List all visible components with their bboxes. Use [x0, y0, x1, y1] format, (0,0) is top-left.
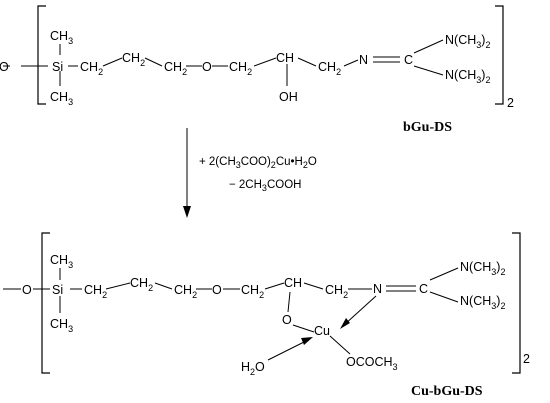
top-ch3-lower: CH3	[50, 90, 73, 107]
bottom-ch2-4: CH2	[241, 283, 264, 300]
top-bond	[343, 59, 359, 67]
bottom-structure: O Si CH3 CH3 CH2 CH2 CH2 O CH2 CH O Cu H…	[3, 232, 530, 399]
top-bond	[297, 57, 317, 67]
n-cu-coordination-arrow	[343, 295, 377, 326]
bottom-ch2-2: CH2	[130, 276, 153, 293]
top-ch2-1: CH2	[80, 60, 103, 77]
top-o-left: O	[0, 60, 9, 74]
bottom-bond	[429, 267, 459, 281]
top-n: N	[359, 53, 368, 67]
bottom-o-cu-bond	[292, 324, 315, 333]
bottom-bond	[105, 282, 131, 290]
reaction-arrow-group: + 2(CH3COO)2Cu•H2O − 2CH3COOH	[183, 128, 317, 218]
top-nme2-lower: N(CH3)2	[445, 68, 490, 85]
bottom-bond	[287, 291, 291, 313]
reagent-text: + 2(CH3COO)2Cu•H2O	[199, 156, 317, 170]
bottom-ococh3: OCOCH3	[346, 355, 398, 372]
h2o-cu-arrowhead	[301, 337, 313, 345]
bottom-bond	[429, 291, 459, 303]
bottom-si: Si	[52, 283, 63, 297]
bottom-ch2-3: CH2	[174, 283, 197, 300]
bottom-bond	[264, 282, 285, 290]
bottom-cu-ococh3-bond	[329, 335, 351, 355]
top-ch2-2: CH2	[122, 51, 145, 68]
bottom-left-bracket	[41, 232, 50, 374]
top-si: Si	[52, 60, 63, 74]
n-cu-arrowhead	[340, 318, 350, 329]
top-bracket-subscript: 2	[507, 96, 514, 110]
bottom-compound-label: Cu-bGu-DS	[411, 384, 483, 399]
bottom-bond	[154, 282, 173, 290]
top-bond	[144, 57, 163, 67]
reaction-arrow-head	[183, 206, 191, 218]
top-c: C	[404, 53, 413, 67]
top-ch3-upper: CH3	[50, 29, 73, 46]
top-ch2-3: CH2	[164, 60, 187, 77]
top-structure: O Si CH3 CH3 CH2 CH2 CH2 O CH2 CH OH CH2…	[0, 5, 514, 135]
byproduct-text: − 2CH3COOH	[229, 179, 301, 193]
bottom-bracket-subscript: 2	[523, 352, 530, 366]
bottom-bond	[303, 282, 324, 290]
bottom-nme2-upper: N(CH3)2	[460, 260, 505, 277]
bottom-ch: CH	[284, 276, 302, 290]
top-o-ether: O	[202, 60, 212, 74]
bottom-c: C	[419, 282, 428, 296]
h2o-cu-coordination-arrow	[267, 340, 307, 361]
top-left-bracket	[37, 5, 46, 105]
top-oh: OH	[279, 90, 298, 104]
top-ch2-4: CH2	[229, 60, 252, 77]
bottom-ch2-5: CH2	[325, 283, 348, 300]
top-bond	[413, 65, 444, 76]
top-nme2-upper: N(CH3)2	[445, 33, 490, 50]
bottom-o-ether: O	[212, 283, 222, 297]
bottom-h2o: H2O	[241, 360, 265, 377]
bottom-right-bracket	[512, 232, 521, 374]
top-bond	[102, 57, 123, 67]
top-bond	[253, 57, 277, 67]
bottom-n: N	[373, 282, 382, 296]
bottom-o-bridge: O	[282, 313, 292, 327]
bottom-o-left: O	[22, 283, 32, 297]
top-ch2-5: CH2	[318, 60, 341, 77]
top-right-bracket	[495, 5, 504, 105]
top-compound-label: bGu-DS	[403, 120, 452, 135]
bottom-ch3-lower: CH3	[50, 317, 73, 334]
bottom-ch3-upper: CH3	[50, 253, 73, 270]
bottom-nme2-lower: N(CH3)2	[460, 294, 505, 311]
bottom-cu: Cu	[314, 324, 330, 338]
bottom-ch2-1: CH2	[84, 283, 107, 300]
top-ch: CH	[276, 51, 294, 65]
top-bond	[413, 39, 444, 54]
